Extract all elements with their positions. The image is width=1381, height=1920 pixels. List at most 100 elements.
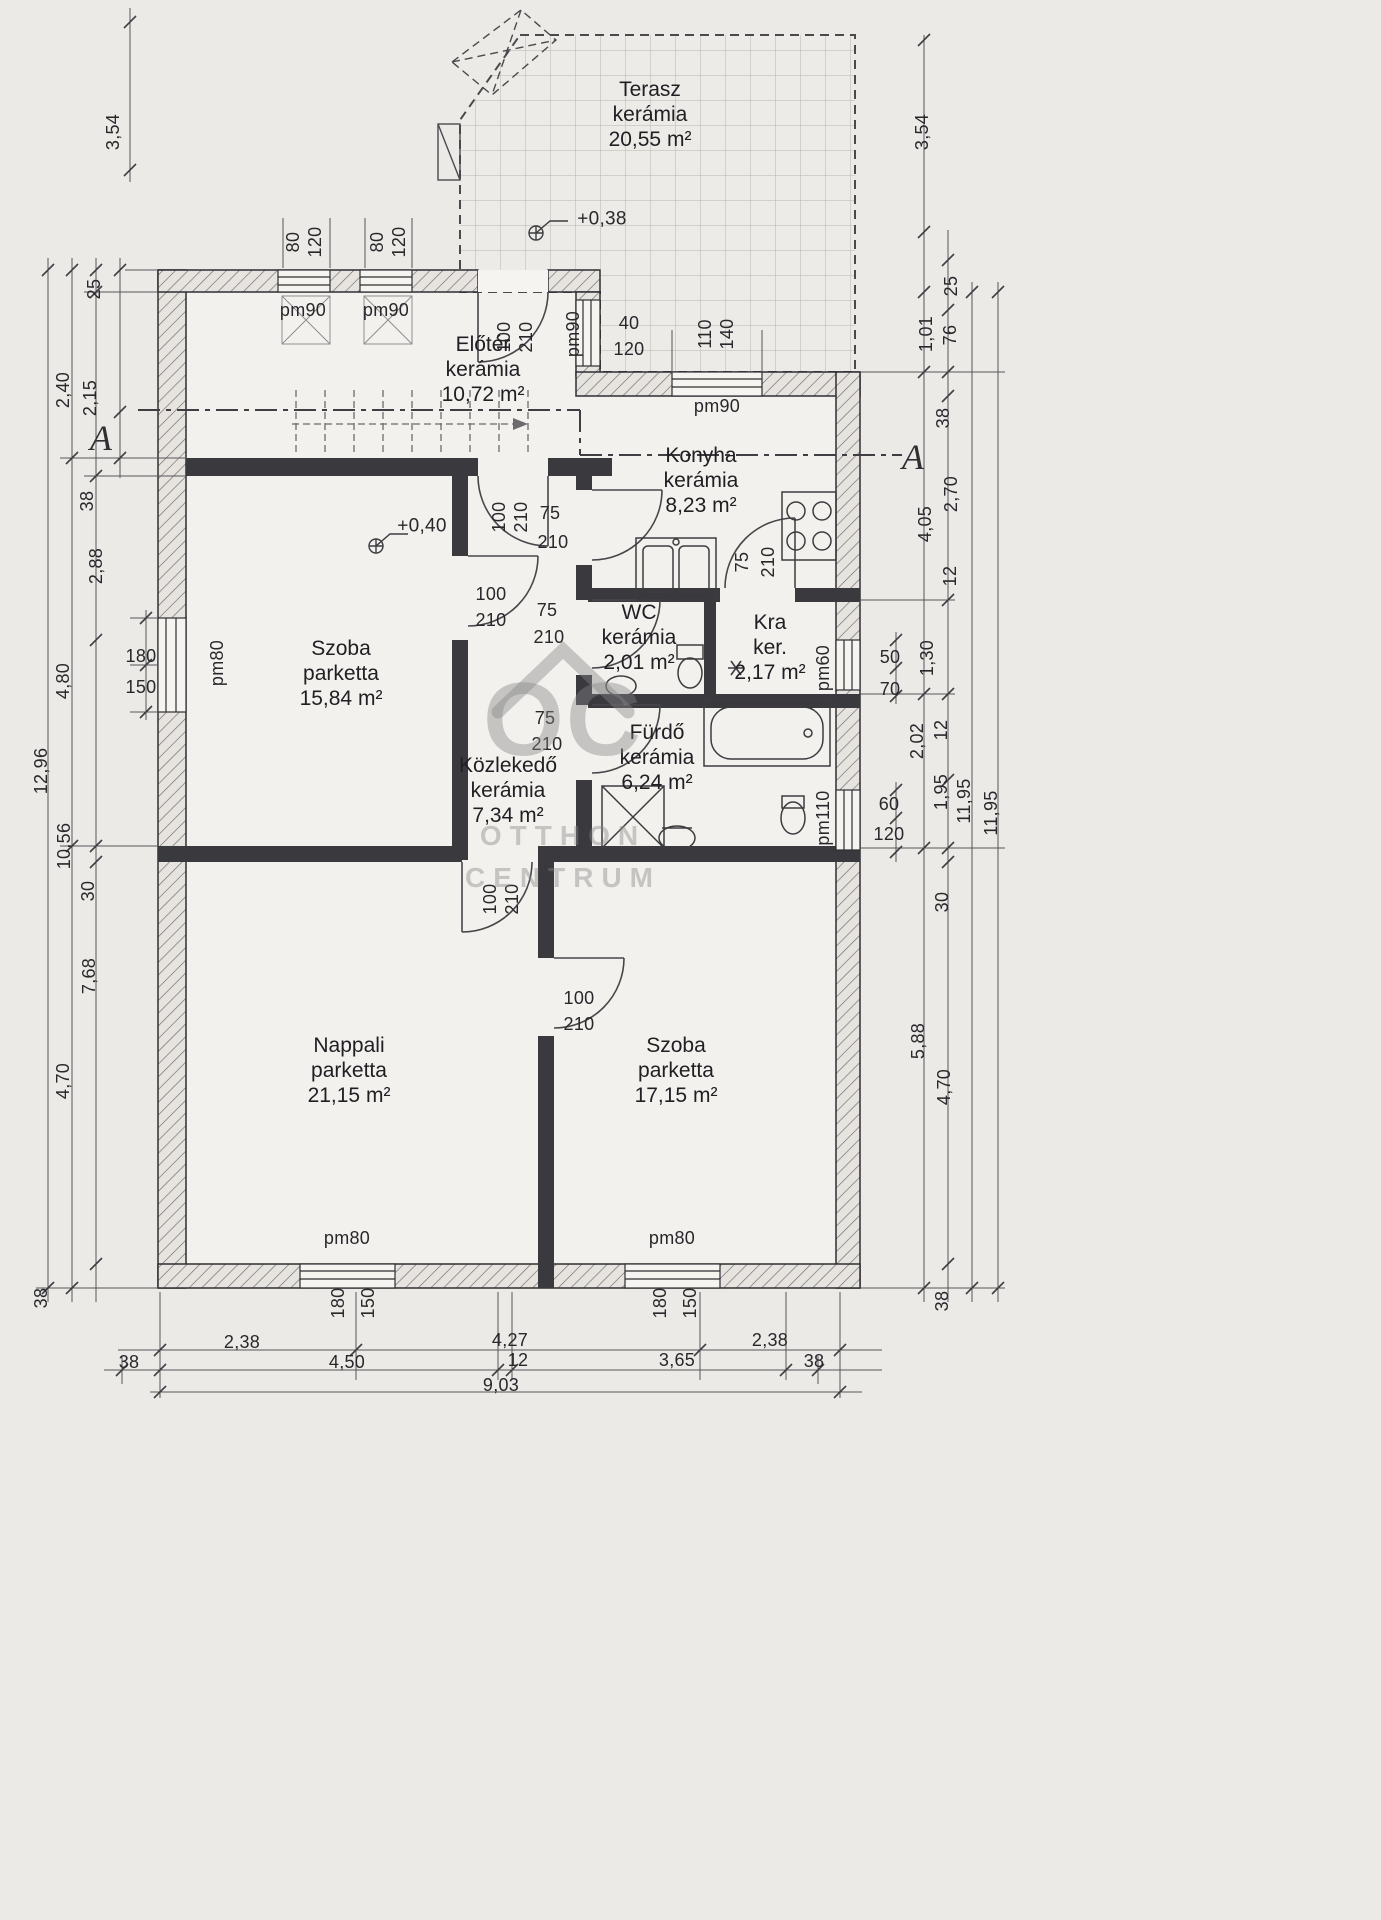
stairs <box>292 390 529 456</box>
dim-label: 5,88 <box>908 1022 928 1060</box>
dim-label: 30 <box>932 891 952 913</box>
dim-label: 2,38 <box>223 1332 261 1352</box>
dim-label: 75 <box>732 551 752 573</box>
dim-label: 12 <box>507 1350 529 1370</box>
watermark-line2: CENTRUM <box>465 862 661 893</box>
dim-label: 100 <box>563 988 595 1008</box>
section-marker: A <box>901 437 925 477</box>
exterior-walls <box>157 269 861 1289</box>
elevation-label: +0,38 <box>577 208 627 230</box>
watermark-roof <box>491 641 635 719</box>
dim-label: 50 <box>879 647 901 667</box>
dim-label: 4,70 <box>53 1062 73 1100</box>
dim-label: 75 <box>536 600 558 620</box>
dim-label: 110 <box>695 319 715 349</box>
dim-label: 210 <box>758 546 778 578</box>
dim-label: 120 <box>873 824 905 844</box>
dim-label: 38 <box>77 490 97 512</box>
dim-label: 3,54 <box>912 113 932 151</box>
dimension-ticks <box>41 15 1005 1399</box>
dim-label: 75 <box>539 503 561 523</box>
dim-label: 38 <box>933 407 953 429</box>
dim-label: 2,40 <box>53 371 73 409</box>
dim-label: 210 <box>533 627 565 647</box>
section-marker: A <box>89 418 113 458</box>
dim-label: 3,65 <box>658 1350 696 1370</box>
pm-label: pm90 <box>693 396 741 416</box>
dim-label: 210 <box>563 1014 595 1034</box>
dim-label: 4,27 <box>491 1330 529 1350</box>
dim-label: 180 <box>650 1287 670 1319</box>
dim-label: 210 <box>537 532 569 552</box>
dim-label: 1,01 <box>916 315 936 353</box>
dim-label: 11,95 <box>954 778 974 824</box>
dim-label: 2,88 <box>86 547 106 585</box>
dim-label: 180 <box>328 1287 348 1319</box>
pm-label: pm90 <box>279 300 327 320</box>
pm-label: pm80 <box>648 1228 696 1248</box>
dim-label: 150 <box>680 1287 700 1319</box>
dim-label: 180 <box>125 646 157 666</box>
elevation-symbols <box>368 220 568 554</box>
dim-label: 150 <box>358 1287 378 1319</box>
dim-label: 12 <box>931 719 951 741</box>
dim-label: 210 <box>511 501 531 533</box>
pm-label: pm80 <box>207 639 227 687</box>
windows <box>157 269 861 1289</box>
dim-label: 11,95 <box>981 790 1001 836</box>
watermark-line1: OTTHON <box>479 820 647 851</box>
dim-label: 210 <box>531 734 563 754</box>
dim-label: 120 <box>389 226 409 258</box>
wall-niches <box>281 295 413 345</box>
dim-label: 150 <box>125 677 157 697</box>
dim-label: 4,70 <box>934 1068 954 1106</box>
dim-label: 80 <box>367 231 387 253</box>
terrace-ramp <box>450 9 558 96</box>
dim-label: 7,68 <box>79 957 99 995</box>
dim-label: 1,30 <box>917 639 937 677</box>
dim-label: 4,80 <box>53 662 73 700</box>
dim-label: 1,95 <box>931 773 951 811</box>
dim-label: 30 <box>78 880 98 902</box>
dim-label: 2,15 <box>80 379 100 417</box>
dim-label: 38 <box>932 1290 952 1312</box>
dimension-lines <box>36 8 1005 1398</box>
dim-label: 25 <box>941 275 961 297</box>
dim-label: 210 <box>475 610 507 630</box>
dim-label: 38 <box>118 1352 140 1372</box>
dim-label: 25 <box>84 278 104 300</box>
dim-label: 12 <box>940 565 960 587</box>
dim-label: 60 <box>878 794 900 814</box>
pm-label: pm60 <box>813 644 833 692</box>
dim-label: 70 <box>879 679 901 699</box>
dim-label: 2,02 <box>907 722 927 760</box>
dim-label: 12,96 <box>31 747 51 795</box>
dim-label: 120 <box>305 226 325 258</box>
dim-label: 9,03 <box>482 1375 520 1395</box>
dim-label: 120 <box>613 339 645 359</box>
wc-fixtures <box>605 644 704 697</box>
dim-label: 4,50 <box>328 1352 366 1372</box>
dim-label: 80 <box>283 231 303 253</box>
pm-label: pm80 <box>323 1228 371 1248</box>
dim-label: 10,56 <box>54 822 74 870</box>
terrace-ledge <box>437 123 461 181</box>
pm-label: pm110 <box>813 790 833 846</box>
dim-label: 38 <box>803 1351 825 1371</box>
dim-label: 76 <box>940 324 960 346</box>
elevation-label: +0,40 <box>397 515 447 537</box>
dim-label: 40 <box>618 313 640 333</box>
pm-label: pm90 <box>563 310 583 358</box>
dim-label: 100 <box>489 501 509 533</box>
